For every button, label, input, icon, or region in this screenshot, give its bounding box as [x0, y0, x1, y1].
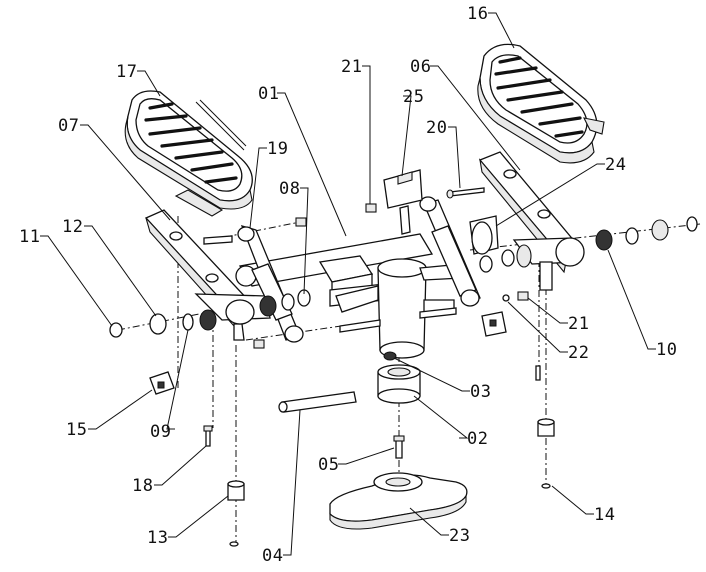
label-part-05: 05: [318, 455, 339, 475]
clamp-22: [481, 311, 507, 337]
base-cylinder-02: [377, 364, 421, 404]
label-part-08: 08: [279, 179, 300, 199]
label-part-15: 15: [66, 420, 87, 440]
cap-13: [227, 480, 245, 547]
label-part-20: 20: [426, 118, 447, 138]
left-shock-absorber: [237, 225, 304, 343]
left-pedal: [124, 90, 253, 217]
label-part-09: 09: [150, 422, 171, 442]
left-lever-arm: [144, 209, 271, 341]
right-axis-parts: [479, 216, 698, 273]
label-part-13: 13: [147, 528, 168, 548]
bushing-24: [469, 215, 499, 255]
label-part-02: 02: [467, 429, 488, 449]
part-labels: 01 02 03 04 05 06 07 08 09 10 11 12 13 1…: [19, 4, 677, 566]
pivot-03: [383, 351, 397, 361]
label-part-18: 18: [132, 476, 153, 496]
right-pedal: [477, 43, 605, 164]
leader-lines: [40, 12, 656, 556]
clamp-15: [149, 371, 175, 395]
screw-18: [203, 425, 213, 447]
label-part-06: 06: [410, 57, 431, 77]
label-part-25: 25: [403, 87, 424, 107]
label-part-11: 11: [19, 227, 40, 247]
label-part-24: 24: [605, 155, 626, 175]
base-foot-23: [329, 472, 468, 530]
left-axis-parts: [109, 289, 311, 338]
label-part-14: 14: [594, 505, 615, 525]
label-part-07: 07: [58, 116, 79, 136]
label-part-17: 17: [116, 62, 137, 82]
nut-21-top: [365, 203, 377, 213]
screw-right: [535, 365, 541, 381]
label-part-23: 23: [449, 526, 470, 546]
label-part-22: 22: [568, 343, 589, 363]
right-shock-absorber: [419, 196, 481, 307]
rod-04: [278, 391, 357, 413]
right-lever-arm: [478, 151, 585, 291]
bolt-19: [203, 217, 307, 245]
label-part-21-right: 21: [568, 314, 589, 334]
label-part-10: 10: [656, 340, 677, 360]
label-part-01: 01: [258, 84, 279, 104]
label-part-04: 04: [262, 546, 283, 566]
cap-14: [537, 418, 555, 489]
label-part-16: 16: [467, 4, 488, 24]
lower-bolt-left: [253, 307, 457, 349]
label-part-21-top: 21: [341, 57, 362, 77]
nut-21-right: [502, 291, 529, 302]
top-bracket: [383, 169, 423, 235]
screw-05: [393, 435, 405, 459]
bolt-20: [446, 187, 485, 199]
label-part-03: 03: [470, 382, 491, 402]
label-part-19: 19: [267, 139, 288, 159]
label-part-12: 12: [62, 217, 83, 237]
